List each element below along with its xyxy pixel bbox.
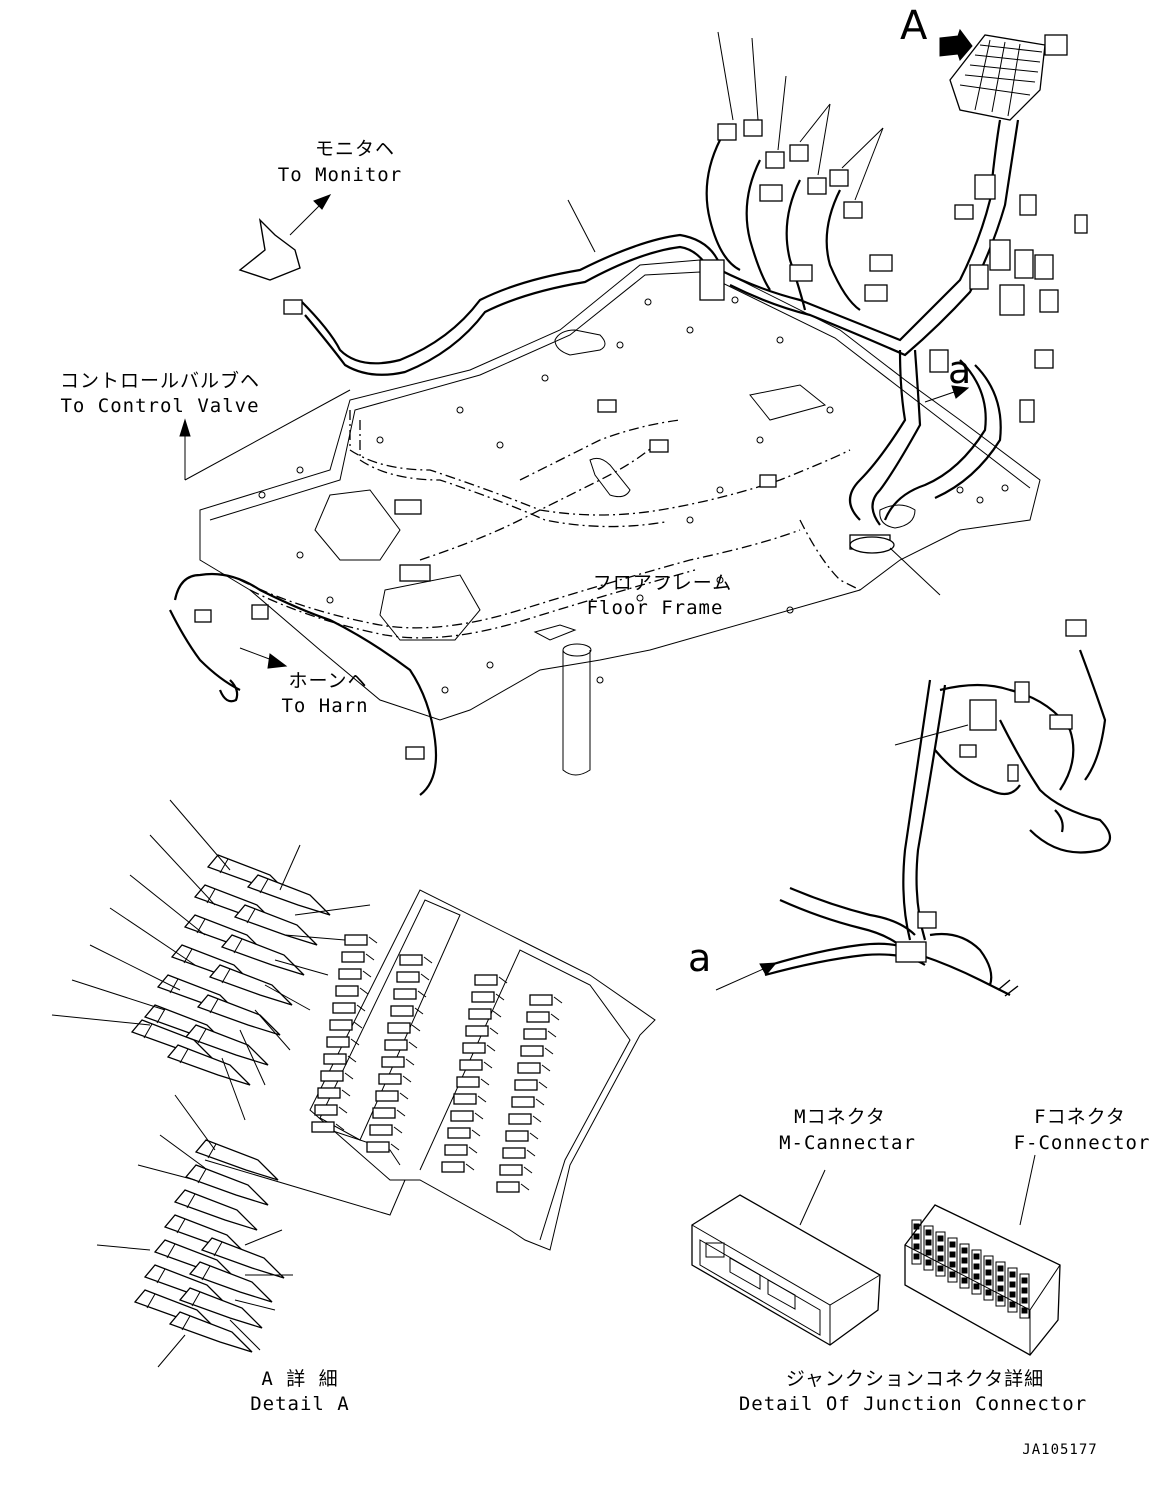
- m-connector-label-en: M-Cannectar: [779, 1132, 916, 1154]
- callout-A: A: [900, 3, 928, 49]
- floor-frame-label-en: Floor Frame: [586, 597, 724, 619]
- floor-frame-label-jp: フロアフレーム: [592, 572, 733, 594]
- main-harness: [169, 119, 1020, 796]
- fuse-pins: [130, 854, 331, 1353]
- f-connector-cells: [911, 1219, 1030, 1319]
- m-connector: [691, 1169, 881, 1346]
- horn-label-en: To Harn: [281, 695, 369, 717]
- grommet: [849, 536, 941, 596]
- m-connector-label-jp: Mコネクタ: [794, 1106, 886, 1128]
- monitor-label-en: To Monitor: [277, 164, 403, 186]
- drawing-id: JA105177: [1022, 1442, 1098, 1458]
- f-connector: [904, 1154, 1061, 1356]
- junction-label-en: Detail Of Junction Connector: [738, 1393, 1088, 1415]
- view-arrow-A: [939, 28, 973, 61]
- callout-a-top: a: [948, 348, 972, 392]
- horn-label-jp: ホーンヘ: [288, 670, 368, 692]
- fuse-block: [309, 889, 656, 1251]
- junction-label-jp: ジャンクションコネクタ詳細: [785, 1368, 1045, 1390]
- upper-connectors: [567, 31, 893, 311]
- detail-a-label-en: Detail A: [250, 1393, 350, 1415]
- f-connector-label-jp: Fコネクタ: [1034, 1106, 1126, 1128]
- relay-cluster: [929, 34, 1088, 423]
- monitor-label-jp: モニタヘ: [314, 138, 395, 160]
- direction-arrows: [179, 194, 970, 991]
- floor-frame-plate: [199, 259, 1041, 776]
- plate-holes: [258, 296, 1009, 694]
- fuse-leaders: [51, 799, 406, 1368]
- valve-label-jp: コントロールバルブヘ: [60, 370, 261, 392]
- detail-a-view: [764, 619, 1112, 997]
- valve-label-en: To Control Valve: [60, 395, 260, 417]
- callout-a-bottom: a: [688, 936, 712, 980]
- central-connectors: [394, 259, 891, 582]
- f-connector-label-en: F-Connector: [1013, 1132, 1151, 1154]
- fuse-slots: [311, 934, 563, 1193]
- fuse-box-A-grid: [959, 39, 1043, 117]
- detail-a-label-jp: A 詳 細: [261, 1368, 339, 1390]
